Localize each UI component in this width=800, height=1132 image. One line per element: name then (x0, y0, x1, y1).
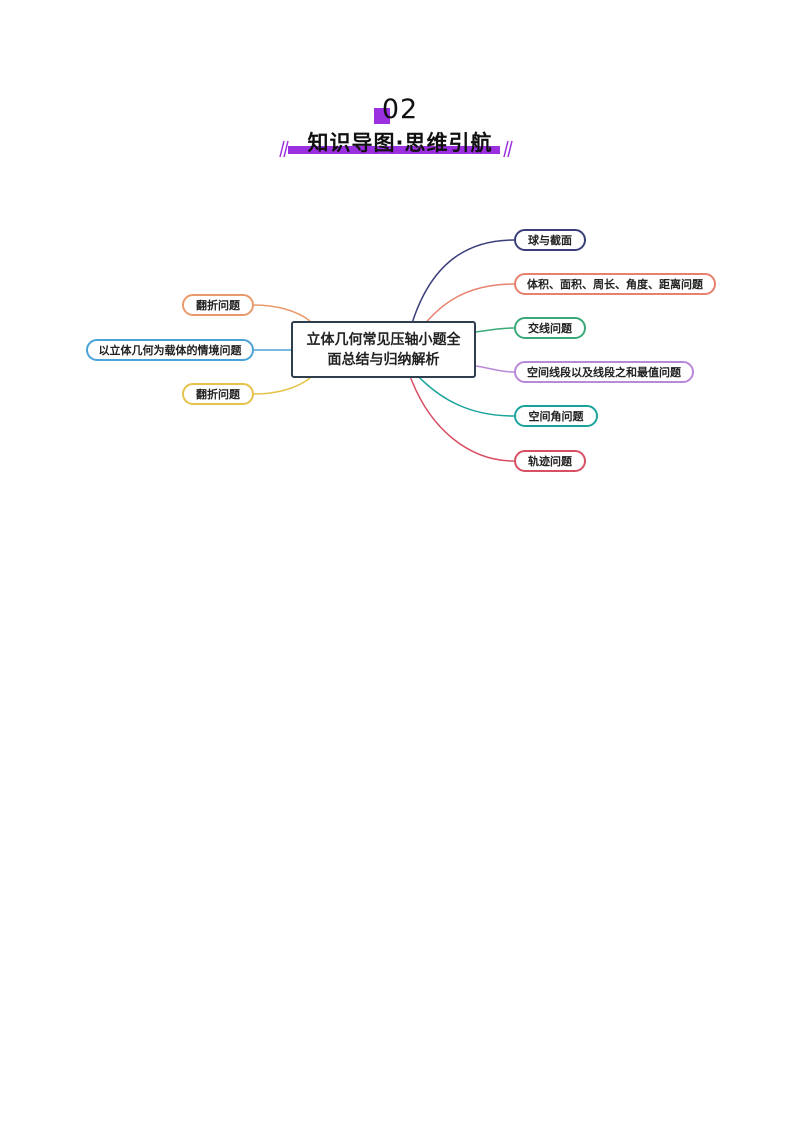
connector-right-6 (409, 375, 515, 462)
branch-left-2: 以立体几何为载体的情境问题 (86, 339, 254, 361)
branch-left-1: 翻折问题 (182, 294, 254, 316)
mindmap-center-topic: 立体几何常见压轴小题全面总结与归纳解析 (291, 321, 476, 378)
section-title: 知识导图·思维引航 (0, 128, 800, 160)
section-title-text: 知识导图·思维引航 (307, 131, 493, 155)
branch-left-3: 翻折问题 (182, 383, 254, 405)
connector-right-4 (475, 365, 515, 373)
connector-right-5 (413, 371, 515, 417)
connector-right-1 (409, 239, 515, 331)
slash-decoration-right (503, 140, 513, 158)
connector-right-3 (475, 327, 515, 333)
branch-right-5: 空间角问题 (514, 405, 598, 427)
connector-left-1 (253, 304, 311, 322)
branch-right-1: 球与截面 (514, 229, 586, 251)
branch-right-6: 轨迹问题 (514, 450, 586, 472)
section-title-highlight (288, 146, 500, 154)
connector-left-3 (253, 377, 311, 395)
slash-decoration-left (279, 140, 289, 158)
section-number: 02 (0, 94, 800, 126)
branch-right-4: 空间线段以及线段之和最值问题 (514, 361, 694, 383)
branch-right-3: 交线问题 (514, 317, 586, 339)
branch-right-2: 体积、面积、周长、角度、距离问题 (514, 273, 716, 295)
section-number-accent (374, 108, 390, 124)
section-number-text: 02 (381, 94, 419, 125)
